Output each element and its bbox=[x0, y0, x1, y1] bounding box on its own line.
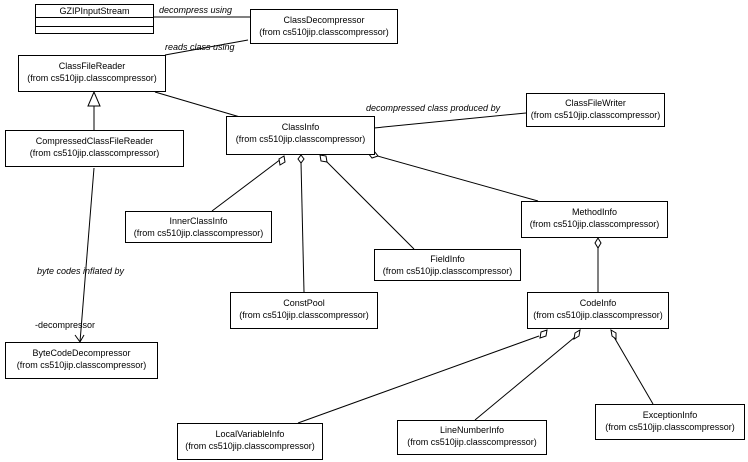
class-name: ClassDecompressor bbox=[283, 15, 365, 25]
operations-compartment bbox=[36, 27, 153, 35]
class-name: LocalVariableInfo bbox=[215, 429, 285, 439]
class-class-decompressor[interactable]: ClassDecompressor (from cs510jip.classco… bbox=[250, 9, 398, 44]
class-package: (from cs510jip.classcompressor) bbox=[529, 219, 660, 229]
class-name: ClassFileReader bbox=[58, 61, 126, 71]
aggregation-diamond-localvar bbox=[539, 329, 548, 339]
class-name: ExceptionInfo bbox=[642, 410, 698, 420]
class-method-info[interactable]: MethodInfo (from cs510jip.classcompresso… bbox=[521, 201, 668, 238]
class-local-variable-info[interactable]: LocalVariableInfo (from cs510jip.classco… bbox=[177, 423, 323, 460]
line-codeinfo-localvar bbox=[297, 335, 540, 424]
class-package: (from cs510jip.classcompressor) bbox=[27, 73, 157, 83]
class-code-info[interactable]: CodeInfo (from cs510jip.classcompressor) bbox=[527, 292, 669, 329]
aggregation-diamond-exception bbox=[610, 329, 617, 340]
class-package: (from cs510jip.classcompressor) bbox=[530, 110, 661, 120]
attributes-compartment bbox=[36, 18, 153, 27]
class-name: CodeInfo bbox=[579, 298, 617, 308]
aggregation-diamond-constpool bbox=[297, 154, 305, 164]
class-exception-info[interactable]: ExceptionInfo (from cs510jip.classcompre… bbox=[595, 404, 745, 440]
class-package: (from cs510jip.classcompressor) bbox=[185, 441, 315, 451]
line-classinfo-innerclass bbox=[211, 158, 282, 212]
class-name: CompressedClassFileReader bbox=[35, 136, 154, 146]
class-package: (from cs510jip.classcompressor) bbox=[16, 360, 147, 370]
line-classinfo-methodinfo bbox=[373, 154, 539, 202]
class-inner-class-info[interactable]: InnerClassInfo (from cs510jip.classcompr… bbox=[125, 211, 272, 243]
class-name: ClassInfo bbox=[281, 122, 320, 132]
class-const-pool[interactable]: ConstPool (from cs510jip.classcompressor… bbox=[230, 292, 378, 329]
class-line-number-info[interactable]: LineNumberInfo (from cs510jip.classcompr… bbox=[397, 420, 547, 455]
line-codeinfo-exception bbox=[613, 336, 654, 405]
class-compressed-class-file-reader[interactable]: CompressedClassFileReader (from cs510jip… bbox=[5, 130, 184, 167]
line-reader-decompressor bbox=[164, 39, 249, 56]
class-package: (from cs510jip.classcompressor) bbox=[235, 134, 366, 144]
class-name: ByteCodeDecompressor bbox=[32, 348, 131, 358]
line-classinfo-fieldinfo bbox=[324, 159, 415, 250]
line-compressed-bytecode bbox=[79, 167, 95, 343]
class-name: MethodInfo bbox=[571, 207, 618, 217]
class-gzip-input-stream[interactable]: GZIPInputStream bbox=[35, 4, 154, 34]
class-name: ClassFileWriter bbox=[565, 98, 626, 108]
label-role-decompressor: -decompressor bbox=[35, 320, 96, 330]
class-name: LineNumberInfo bbox=[439, 425, 505, 435]
class-name: GZIPInputStream bbox=[36, 5, 153, 18]
class-name: ConstPool bbox=[283, 298, 325, 308]
aggregation-diamond-fieldinfo bbox=[319, 154, 328, 163]
class-package: (from cs510jip.classcompressor) bbox=[533, 310, 663, 320]
class-package: (from cs510jip.classcompressor) bbox=[133, 228, 264, 238]
class-byte-code-decompressor[interactable]: ByteCodeDecompressor (from cs510jip.clas… bbox=[5, 342, 158, 379]
class-class-file-writer[interactable]: ClassFileWriter (from cs510jip.classcomp… bbox=[526, 93, 665, 127]
aggregation-diamond-codeinfo bbox=[594, 237, 602, 249]
class-package: (from cs510jip.classcompressor) bbox=[259, 27, 389, 37]
line-classinfo-writer bbox=[373, 112, 527, 129]
class-package: (from cs510jip.classcompressor) bbox=[605, 422, 735, 432]
class-name: InnerClassInfo bbox=[169, 216, 228, 226]
label-decompressed-class-produced-by: decompressed class produced by bbox=[366, 103, 501, 113]
navigability-arrowhead bbox=[74, 334, 85, 343]
generalization-arrowhead bbox=[87, 90, 101, 107]
class-class-info[interactable]: ClassInfo (from cs510jip.classcompressor… bbox=[226, 116, 375, 155]
class-name: FieldInfo bbox=[430, 254, 465, 264]
line-reader-classinfo bbox=[154, 91, 241, 118]
line-classinfo-constpool bbox=[300, 161, 305, 293]
label-decompress-using: decompress using bbox=[159, 5, 233, 15]
label-reads-class-using: reads class using bbox=[165, 42, 235, 52]
class-package: (from cs510jip.classcompressor) bbox=[29, 148, 160, 158]
line-codeinfo-linenumber bbox=[474, 336, 576, 421]
aggregation-diamond-innerclass bbox=[278, 155, 286, 166]
label-byte-codes-inflated-by: byte codes inflated by bbox=[37, 266, 125, 276]
class-package: (from cs510jip.classcompressor) bbox=[239, 310, 369, 320]
class-package: (from cs510jip.classcompressor) bbox=[382, 266, 513, 276]
class-package: (from cs510jip.classcompressor) bbox=[407, 437, 537, 447]
aggregation-diamond-linenumber bbox=[573, 329, 581, 340]
class-class-file-reader[interactable]: ClassFileReader (from cs510jip.classcomp… bbox=[18, 55, 166, 92]
class-field-info[interactable]: FieldInfo (from cs510jip.classcompressor… bbox=[374, 249, 521, 281]
